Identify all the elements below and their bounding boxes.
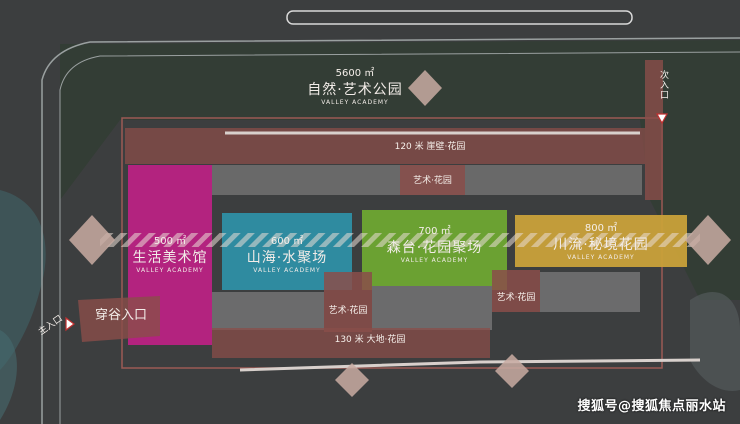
- art-garden-top-label: 艺术·花园: [413, 176, 452, 186]
- park-name: 自然·艺术公园: [307, 82, 403, 98]
- river: [0, 190, 46, 370]
- park-green-area: [60, 40, 740, 300]
- zone-label-forest-garden: 700 ㎡ 森台·花园聚场 VALLEY ACADEMY: [386, 226, 483, 264]
- main-axis: [100, 233, 700, 247]
- park-label: 5600 ㎡ 自然·艺术公园 VALLEY ACADEMY: [300, 64, 410, 106]
- art-garden-left-label: 艺术·花园: [328, 306, 368, 316]
- art-garden-right-label: 艺术·花园: [496, 293, 536, 303]
- north-entry-label: 次入口: [658, 70, 668, 100]
- top-road: [286, 10, 633, 25]
- zone-forest-garden: [362, 210, 507, 290]
- valley-entry-label: 穿谷入口: [94, 308, 147, 323]
- main-entry-marker: [65, 316, 75, 332]
- park-area: 5600 ㎡: [335, 68, 375, 79]
- south-path-label: 130 米 大地·花园: [334, 335, 406, 345]
- park-en: VALLEY ACADEMY: [321, 99, 389, 106]
- zone-label-stream-garden: 800 ㎡ 川流·秘境花园 VALLEY ACADEMY: [553, 223, 649, 261]
- north-entry-marker: [655, 113, 669, 125]
- watermark: 搜狐号@搜狐焦点丽水站: [577, 399, 726, 414]
- south-path-band: [212, 328, 490, 358]
- zone-label-art-museum: 500 ㎡ 生活美术馆 VALLEY ACADEMY: [132, 236, 208, 274]
- zone-label-water: 600 ㎡ 山海·水聚场 VALLEY ACADEMY: [246, 236, 328, 274]
- north-path-label: 120 米 崖壁·花园: [394, 142, 466, 152]
